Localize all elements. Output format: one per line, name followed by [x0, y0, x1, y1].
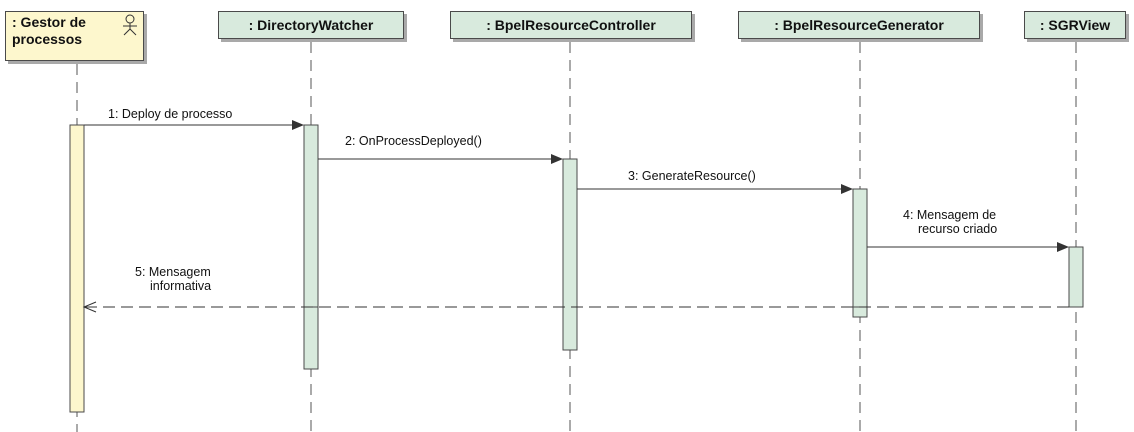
lifeline-head-bpelresourcecontroller[interactable]: : BpelResourceController: [450, 11, 692, 39]
lifeline-label: : BpelResourceController: [486, 17, 656, 33]
lifeline-label: : DirectoryWatcher: [248, 17, 374, 33]
message-label-line: 5: Mensagem: [135, 265, 211, 279]
activation-bar-bpelresourcecontroller: [562, 158, 578, 351]
message-label-line: informativa: [150, 279, 211, 293]
filled-arrowhead: [1057, 242, 1069, 252]
open-arrowhead: [82, 301, 97, 313]
activation-bar-bpelresourcegenerator: [852, 188, 868, 318]
lifeline-label: : SGRView: [1039, 17, 1111, 33]
message-label-2: 2: OnProcessDeployed(): [345, 134, 482, 148]
filled-arrowhead: [551, 154, 563, 164]
message-label-3: 3: GenerateResource(): [628, 169, 756, 183]
actor-label-line1: : Gestor de: [12, 14, 86, 30]
message-label-line: 1: Deploy de processo: [108, 107, 232, 121]
actor-gestor-de-processos[interactable]: : Gestor de processos: [5, 11, 144, 61]
stick-figure-icon: [123, 14, 137, 36]
filled-arrowhead: [292, 120, 304, 130]
message-label-line: 4: Mensagem de: [903, 208, 996, 222]
message-label-line: 3: GenerateResource(): [628, 169, 756, 183]
activation-bar-directorywatcher: [303, 124, 319, 370]
activation-bar-sgrview: [1068, 246, 1084, 308]
actor-label-line2: processos: [12, 31, 83, 47]
filled-arrowhead: [841, 184, 853, 194]
activation-bar-actor: [69, 124, 85, 413]
lifeline-head-directorywatcher[interactable]: : DirectoryWatcher: [218, 11, 404, 39]
lifeline-head-bpelresourcegenerator[interactable]: : BpelResourceGenerator: [738, 11, 980, 39]
lifeline-head-sgrview[interactable]: : SGRView: [1024, 11, 1126, 39]
lifeline-label: : BpelResourceGenerator: [774, 17, 944, 33]
message-label-1: 1: Deploy de processo: [108, 107, 232, 121]
message-label-line: 2: OnProcessDeployed(): [345, 134, 482, 148]
message-label-line: recurso criado: [918, 222, 997, 236]
